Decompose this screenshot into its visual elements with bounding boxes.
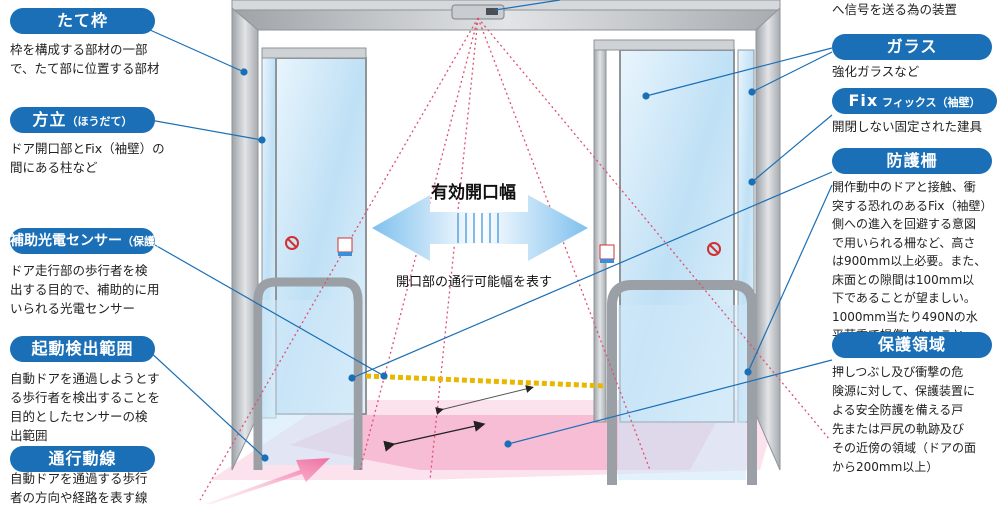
opening-width-desc: 開口部の通行可能幅を表す	[396, 275, 553, 290]
label-tatewaku: たて枠	[10, 8, 155, 34]
aux-sensor-beam	[365, 373, 607, 389]
desc-hogo: 押しつぶし及び衝撃の危険源に対して、保護装置による安全防護を備える戸先または戸尻…	[832, 365, 977, 474]
desc-glass: 強化ガラスなど	[832, 64, 920, 79]
desc-hojo-sensor: ドア走行部の歩行者を検出する目的で、補助的に用いられる光電センサー	[10, 263, 160, 316]
right-mullion	[593, 49, 607, 423]
leader-lines	[147, 0, 833, 462]
walking-path-arrow	[205, 458, 330, 504]
label-glass: ガラス	[832, 34, 992, 60]
right-guard-rail	[607, 280, 757, 485]
desc-fix: 開閉しない固定された建具	[832, 119, 983, 134]
opening-width-title: 有効開口幅	[431, 183, 516, 203]
desc-houdate: ドア開口部とFix（袖壁）の間にある柱など	[10, 141, 165, 175]
label-hojo-sensor: 補助光電センサー（保護装置）	[10, 228, 188, 254]
label-bougosaku: 防護柵	[832, 148, 992, 174]
frame-top	[231, 7, 781, 31]
right-jamb	[755, 6, 781, 471]
opening-width-arrow	[372, 195, 588, 261]
desc-bougosaku: 開作動中のドアと接触、衝突する恐れのあるFix（袖壁）側への進入を回避する意図で…	[832, 180, 993, 342]
desc-tatewaku: 枠を構成する部材の一部で、たて部に位置する部材	[10, 42, 160, 76]
frame-header	[231, 0, 781, 11]
desc-tsuukou: 自動ドアを通過する歩行者の方向や経路を表す線	[10, 471, 148, 505]
label-houdate: 方立（ほうだて）	[10, 107, 155, 133]
caution-sticker-icon	[337, 237, 615, 263]
label-kidou: 起動検出範囲	[10, 336, 155, 362]
label-tsuukou: 通行動線	[10, 446, 155, 472]
sensor-range-lines	[199, 17, 831, 501]
label-fix: Fix フィックス（袖壁）	[832, 88, 997, 114]
desc-top-sensor: へ信号を送る為の装置	[832, 2, 958, 17]
left-guard-rail	[253, 277, 363, 470]
desc-kidou: 自動ドアを通過しようとする歩行者を検出することを目的としたセンサーの検出範囲	[10, 371, 161, 443]
label-hogo: 保護領域	[832, 332, 992, 358]
no-entry-sign-icon	[285, 236, 721, 256]
